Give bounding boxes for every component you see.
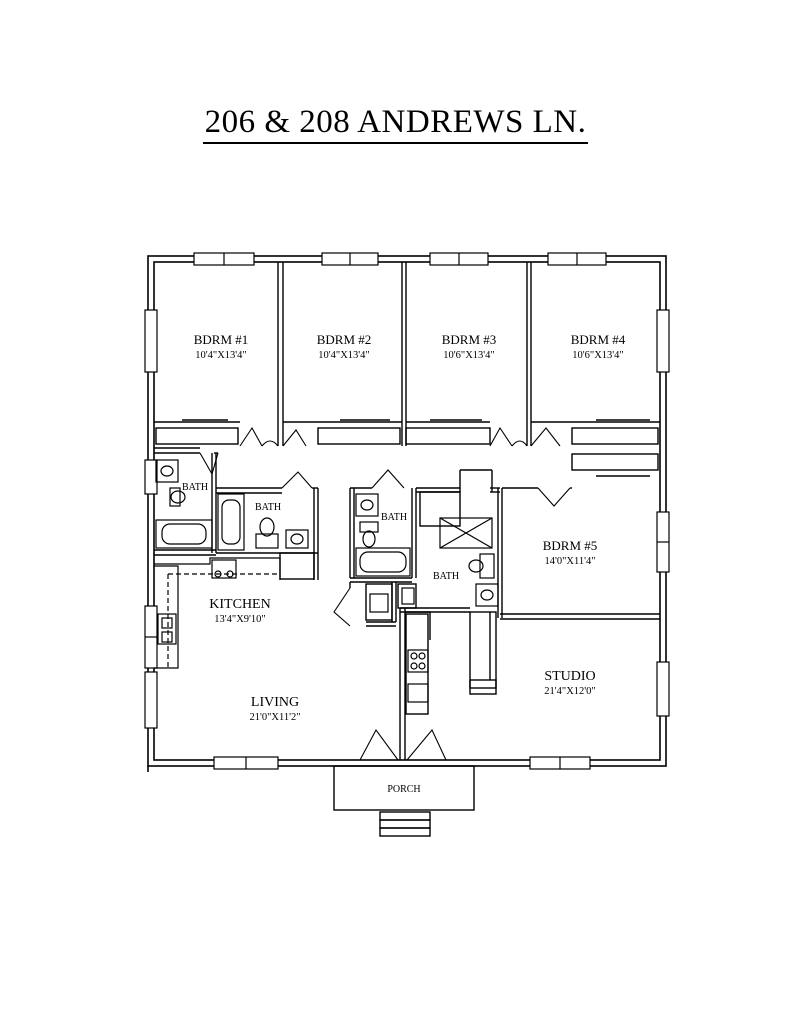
room-dims: 13'4"X9'10"	[214, 614, 265, 625]
room-dims: 21'4"X12'0"	[544, 686, 595, 697]
porch-label: PORCH	[387, 784, 420, 795]
room-name: BDRM #3	[442, 332, 497, 347]
bath-label: BATH	[182, 482, 208, 493]
bath-label: BATH	[255, 502, 281, 513]
room-labels: BDRM #1 10'4"X13'4" BDRM #2 10'4"X13'4" …	[182, 332, 626, 795]
bath-fixtures	[155, 459, 499, 703]
interior-walls	[154, 262, 660, 760]
door-swings	[199, 426, 571, 761]
room-name: BDRM #4	[571, 332, 626, 347]
room-dims: 10'4"X13'4"	[318, 350, 369, 361]
windows	[144, 252, 670, 770]
room-name: BDRM #1	[194, 332, 249, 347]
room-name: BDRM #5	[543, 538, 598, 553]
room-name: BDRM #2	[317, 332, 372, 347]
room-dims: 10'6"X13'4"	[443, 350, 494, 361]
room-dims: 10'4"X13'4"	[195, 350, 246, 361]
page-title: 206 & 208 ANDREWS LN.	[0, 104, 791, 144]
bath-label: BATH	[381, 512, 407, 523]
porch	[333, 765, 475, 837]
kitchen-counter	[154, 557, 281, 669]
room-name: KITCHEN	[209, 597, 270, 612]
room-dims: 10'6"X13'4"	[572, 350, 623, 361]
title-text: 206 & 208 ANDREWS LN.	[202, 104, 589, 144]
room-name: STUDIO	[544, 669, 595, 684]
bath-label: BATH	[433, 571, 459, 582]
room-dims: 14'0"X11'4"	[544, 556, 595, 567]
room-dims: 21'0"X11'2"	[249, 712, 300, 723]
room-name: LIVING	[251, 695, 299, 710]
